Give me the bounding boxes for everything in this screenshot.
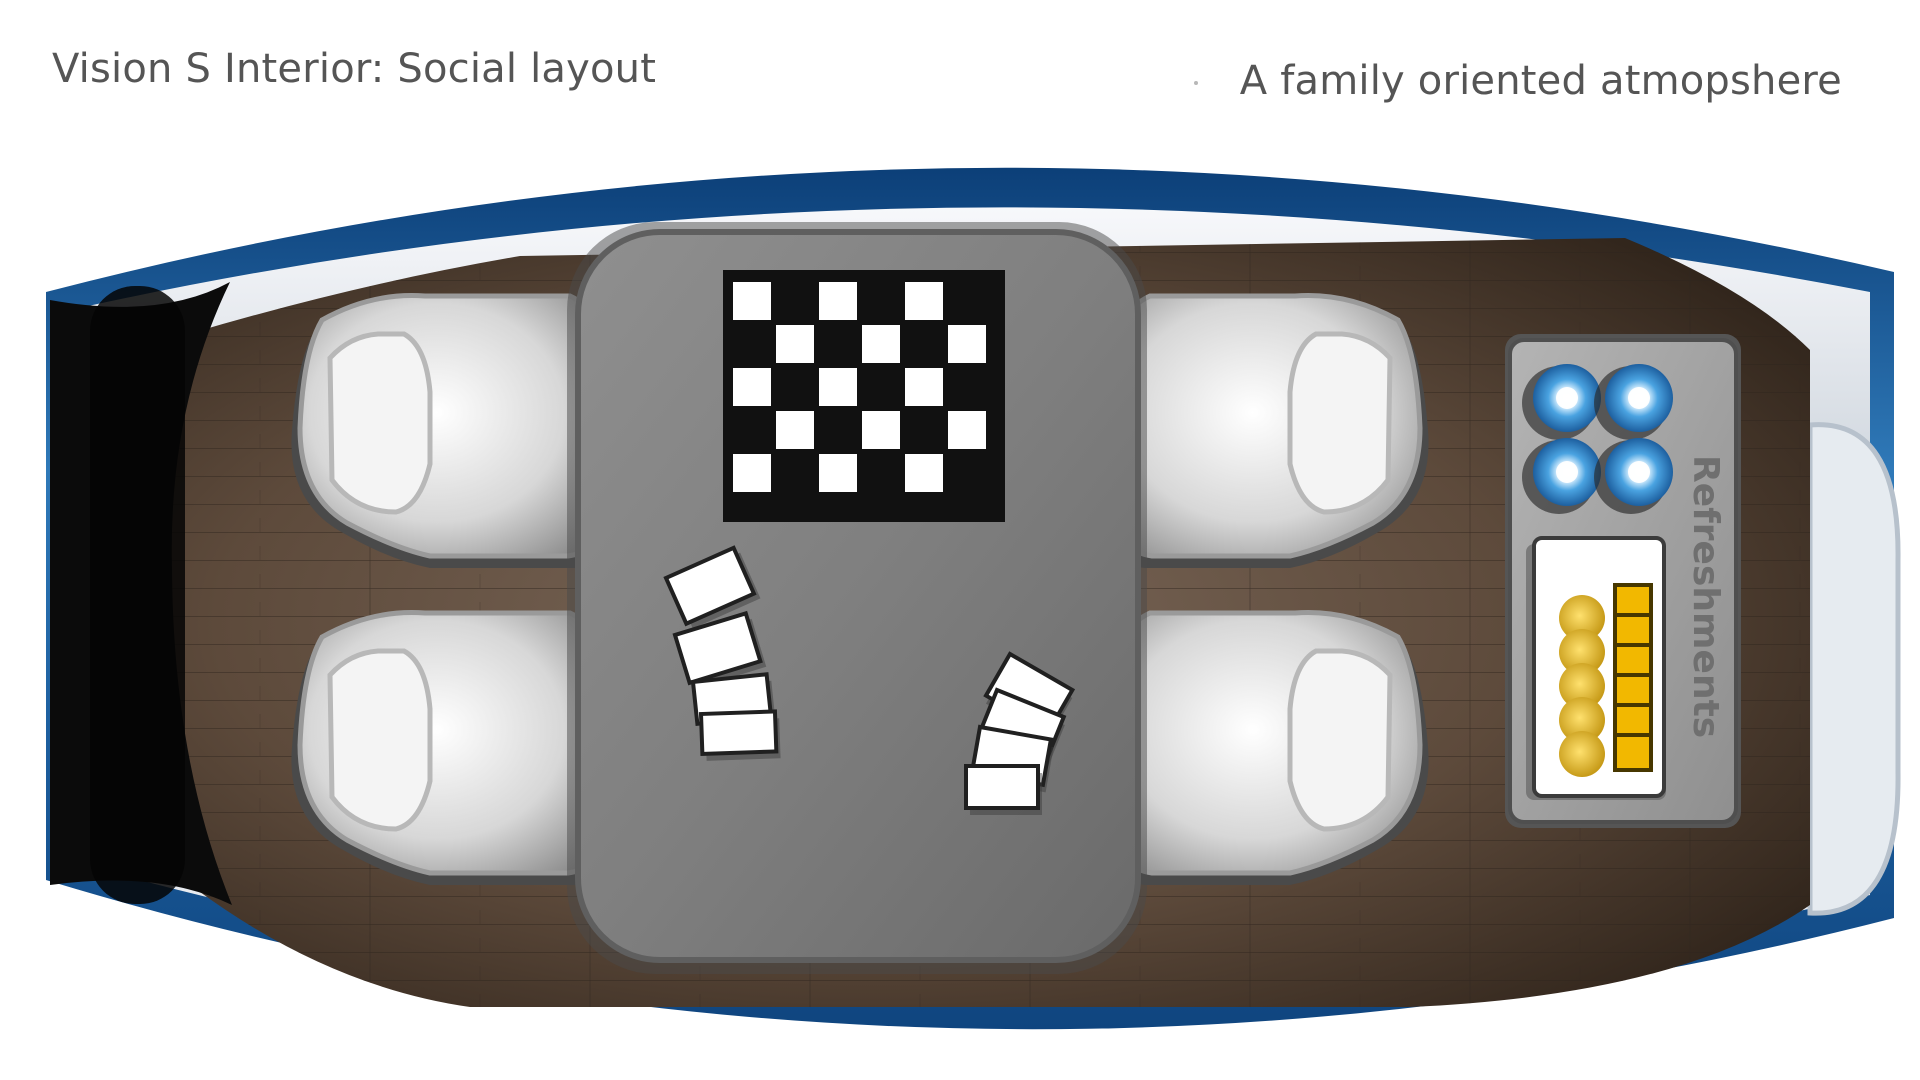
cup-icon bbox=[1594, 438, 1673, 514]
bullet-icon bbox=[1193, 81, 1198, 85]
refreshments-label: Refreshments bbox=[1685, 455, 1726, 738]
subtitle-group: A family oriented atmopshere bbox=[1193, 58, 1842, 104]
page-subtitle: A family oriented atmopshere bbox=[1239, 58, 1842, 104]
seat-front-right bbox=[1097, 293, 1429, 568]
cup-icon bbox=[1522, 438, 1601, 514]
food-icon bbox=[1559, 595, 1605, 777]
refreshment-station: Refreshments bbox=[1505, 334, 1741, 828]
page-title: Vision S Interior: Social layout bbox=[52, 46, 657, 92]
cup-icon bbox=[1594, 364, 1673, 440]
hull-right-shell bbox=[1807, 422, 1901, 916]
chessboard-icon bbox=[723, 270, 1005, 522]
snack-tray-icon bbox=[1613, 583, 1653, 772]
seat-front-left bbox=[291, 293, 623, 568]
game-table bbox=[567, 222, 1147, 974]
seat-rear-left bbox=[291, 610, 623, 885]
seat-rear-right bbox=[1097, 610, 1429, 885]
card-stack-icon bbox=[663, 545, 781, 761]
left-console bbox=[90, 286, 185, 904]
card-stack-icon bbox=[964, 651, 1076, 815]
cup-icon bbox=[1522, 364, 1601, 440]
